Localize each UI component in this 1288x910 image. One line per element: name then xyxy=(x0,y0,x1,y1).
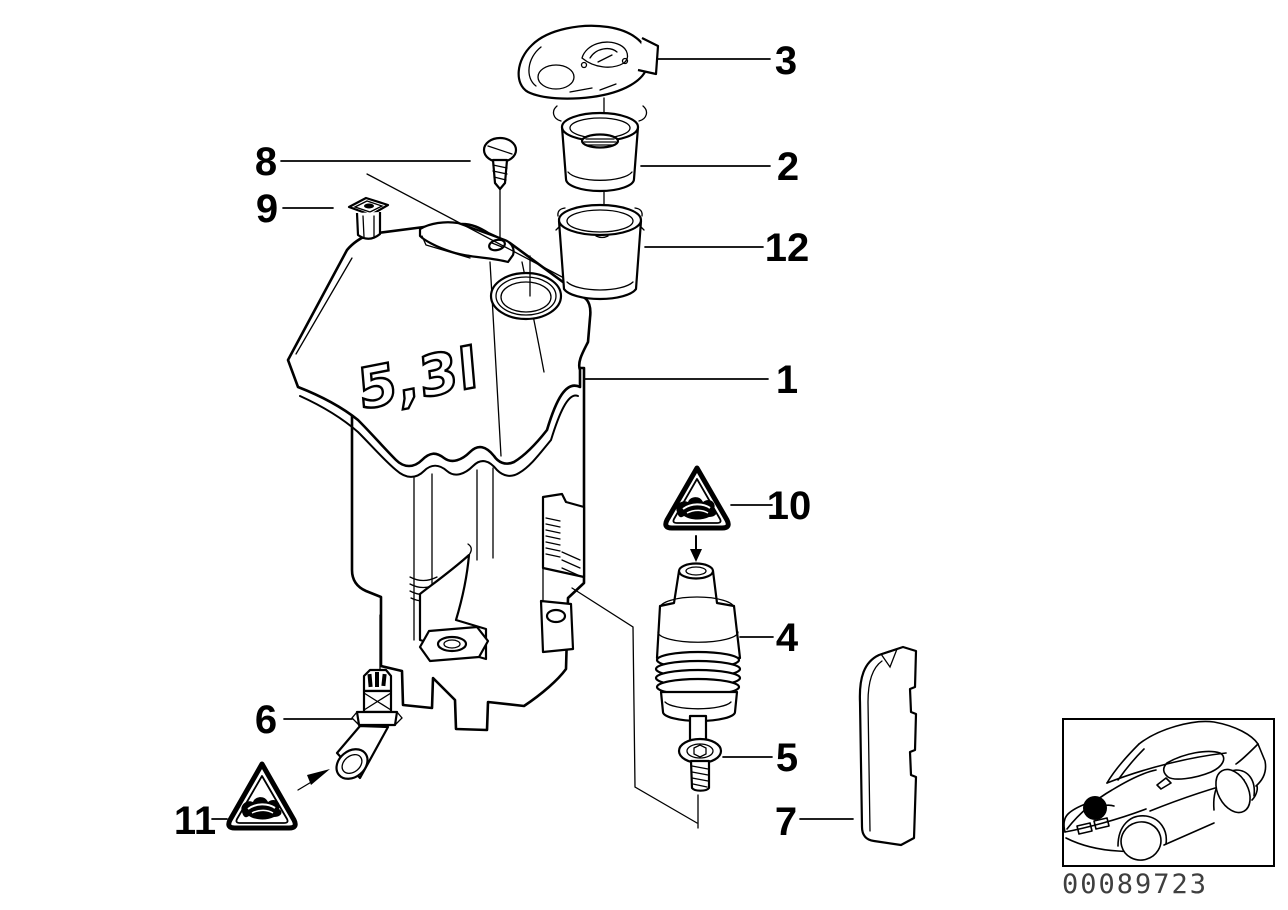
car-silhouette-icon xyxy=(1063,720,1267,861)
callout-leader-lines xyxy=(211,58,854,820)
callout-6-label[interactable]: 6 xyxy=(255,698,277,742)
part-screw-lower xyxy=(677,737,723,792)
part-level-sensor xyxy=(335,668,403,780)
diagram-image-code: 00089723 xyxy=(1062,869,1208,900)
callout-3-label[interactable]: 3 xyxy=(775,39,797,83)
callout-1-label[interactable]: 1 xyxy=(776,358,798,402)
part-filler-pipe xyxy=(555,203,645,301)
callout-labels: 3 2 12 1 10 4 5 7 8 9 6 11 xyxy=(174,39,811,844)
callout-8-label[interactable]: 8 xyxy=(255,140,277,184)
callout-4-label[interactable]: 4 xyxy=(776,616,799,660)
callout-5-label[interactable]: 5 xyxy=(776,736,798,780)
part-cover-panel xyxy=(858,645,918,847)
pinch-hazard-warning-triangle-upper xyxy=(663,465,731,562)
part-strainer-insert xyxy=(552,105,648,193)
part-reservoir-tank: 5,3l xyxy=(286,221,592,732)
callout-9-label[interactable]: 9 xyxy=(256,187,278,231)
callout-7-label[interactable]: 7 xyxy=(775,800,797,844)
part-screw-upper xyxy=(482,136,518,191)
part-filler-cap xyxy=(517,24,660,100)
pinch-hazard-pictogram xyxy=(241,797,282,820)
callout-10-label[interactable]: 10 xyxy=(767,484,812,528)
part-washer-pump xyxy=(654,562,742,747)
pinch-hazard-pictogram xyxy=(676,497,717,520)
callout-11-label[interactable]: 11 xyxy=(174,799,216,843)
part-location-dot xyxy=(1083,796,1107,820)
car-location-inset: 00089723 xyxy=(1062,718,1275,900)
part-expansion-grommet xyxy=(347,196,390,240)
callout-2-label[interactable]: 2 xyxy=(777,145,799,189)
callout-12-label[interactable]: 12 xyxy=(765,226,810,270)
pinch-hazard-warning-triangle-lower xyxy=(226,761,330,831)
